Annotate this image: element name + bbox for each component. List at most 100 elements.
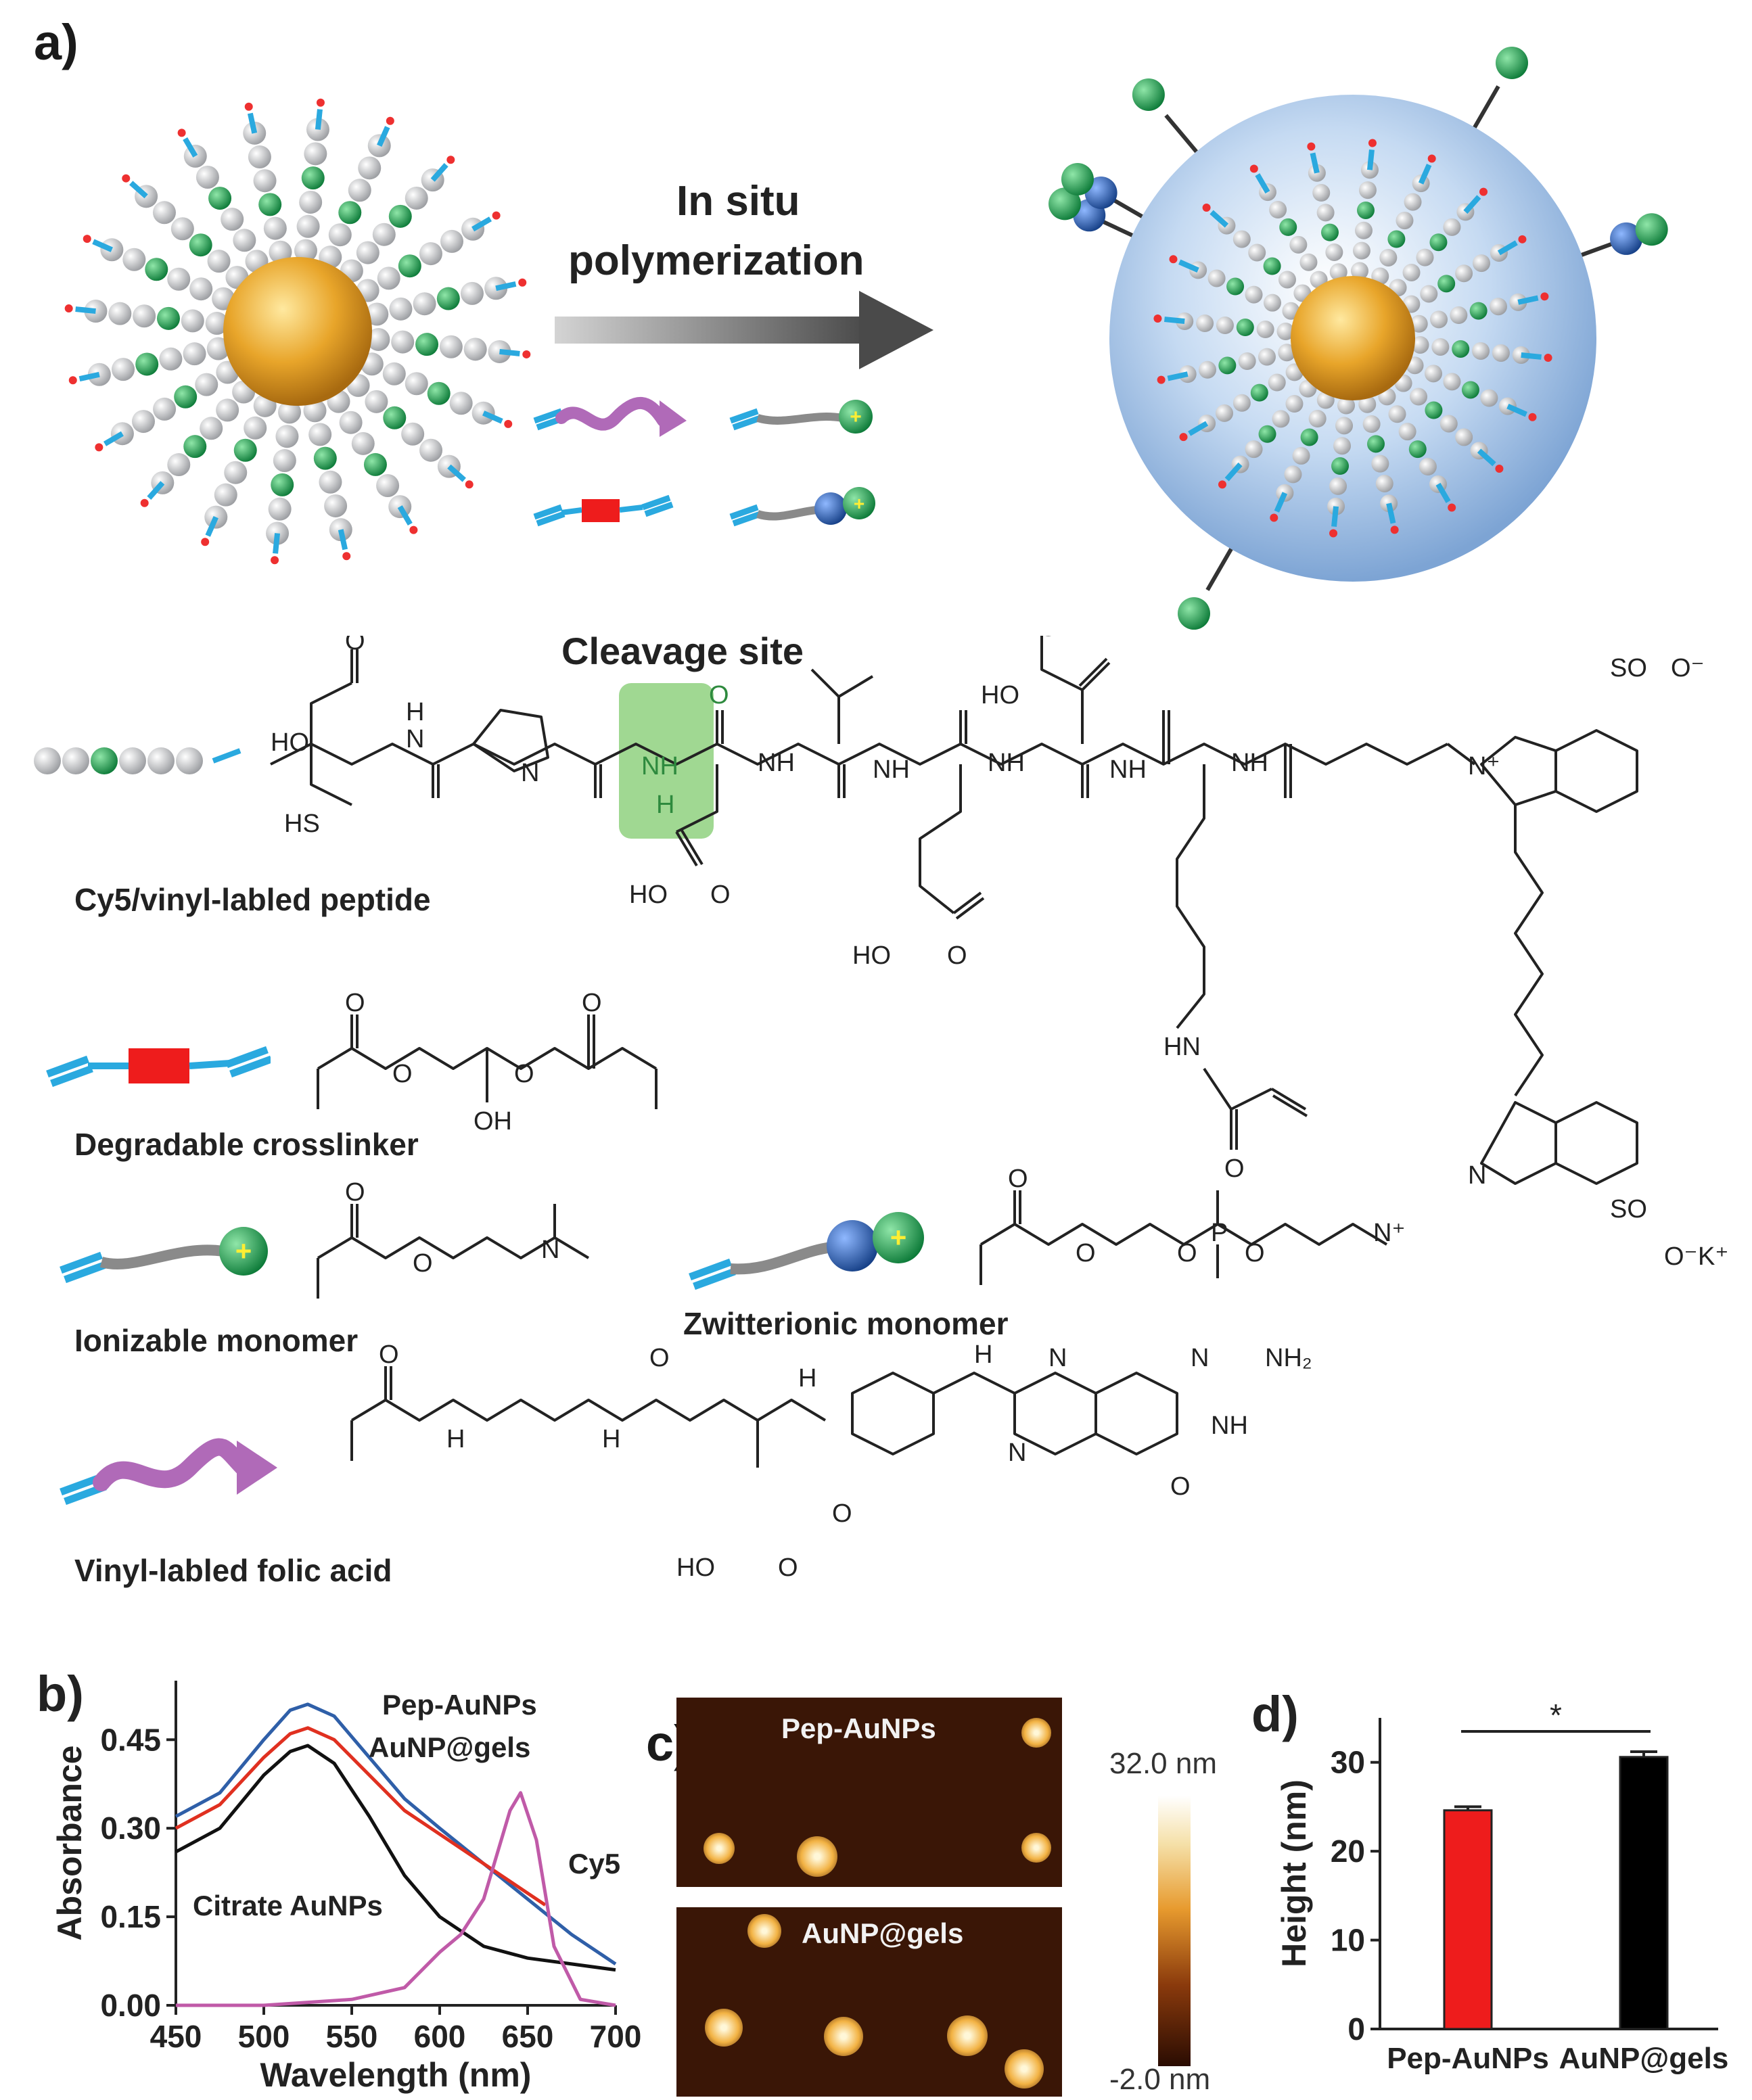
peptide-chain-icon: [34, 747, 241, 774]
chem-n-plus: N⁺: [1468, 752, 1500, 780]
chem-o-4: O: [947, 941, 967, 970]
chem-h-3: H: [446, 1425, 465, 1453]
afm-dot: [747, 1914, 781, 1948]
chem-o-20: O: [832, 1499, 852, 1528]
panel-d-letter: d): [1251, 1686, 1299, 1742]
chem-o-1: O: [345, 636, 365, 655]
cleavage-site-title: Cleavage site: [561, 630, 804, 672]
chem-h-6: H: [974, 1340, 992, 1369]
chem-o-12: O: [413, 1249, 433, 1278]
chem-o-5: O: [1038, 636, 1059, 642]
label-degradable-crosslinker: Degradable crosslinker: [74, 1127, 419, 1162]
chem-o-13: O: [1008, 1165, 1028, 1193]
bar-aunp-gels: [1619, 1756, 1669, 2030]
category-label: AuNP@gels: [1559, 2042, 1729, 2075]
afm-colorbar: [1158, 1796, 1191, 2066]
y-tick-label: 0.00: [100, 1988, 161, 2023]
y-tick-label: 10: [1331, 1923, 1365, 1958]
label-zwitterionic-monomer: Zwitterionic monomer: [683, 1306, 1009, 1341]
x-tick-label: 500: [238, 2019, 290, 2054]
chemical-structures: HO HS O H N N NH H O HO O NH NH NH NH NH…: [270, 636, 1728, 1582]
chem-p: P: [1211, 1219, 1228, 1247]
chem-h-1: H: [406, 698, 424, 726]
category-label: Pep-AuNPs: [1387, 2042, 1549, 2075]
ionizable-monomer-icon: +: [60, 1227, 268, 1284]
y-tick-label: 30: [1331, 1745, 1365, 1780]
x-axis-label: Wavelength (nm): [260, 2056, 532, 2094]
chem-o-2: O: [709, 681, 729, 709]
chem-ho-5: HO: [676, 1554, 715, 1582]
afm-dot: [947, 2015, 988, 2056]
crosslinker-icon: [46, 1046, 271, 1088]
svg-text:+: +: [850, 406, 862, 428]
chem-so3-1: SO: [1610, 654, 1647, 682]
x-tick-label: 450: [150, 2019, 202, 2054]
chem-n-2: N: [521, 759, 539, 787]
chem-nh-3: NH: [873, 755, 910, 784]
chem-ominus-2: O⁻: [1664, 1242, 1698, 1271]
chem-ho-4: HO: [981, 681, 1019, 709]
chem-o-9: O: [345, 989, 365, 1017]
chem-ho-3: HO: [852, 941, 891, 970]
chem-o-11: O: [345, 1178, 365, 1207]
chem-h-2: H: [656, 791, 674, 819]
afm-top-label: Pep-AuNPs: [781, 1712, 936, 1744]
chem-o-6: O: [1224, 1154, 1245, 1183]
y-tick-label: 0.45: [100, 1722, 161, 1757]
chem-o-10: O: [582, 989, 602, 1017]
label-cy5-peptide: Cy5/vinyl-labled peptide: [74, 882, 431, 917]
chem-nh-4: NH: [988, 749, 1025, 777]
svg-text:+: +: [890, 1221, 907, 1253]
x-tick-label: 550: [326, 2019, 378, 2054]
chem-ominus-1: O⁻: [1671, 654, 1705, 682]
y-tick-label: 0.30: [100, 1811, 161, 1846]
chem-o-8: O: [514, 1060, 534, 1088]
y-tick-label: 0: [1347, 2011, 1365, 2047]
axis-lines: [175, 1681, 616, 2007]
afm-bottom-label: AuNP@gels: [802, 1917, 964, 1949]
chem-nh-7: NH: [1211, 1411, 1248, 1440]
afm-image-bottom: AuNP@gels: [676, 1907, 1062, 2097]
afm-scale-min: -2.0 nm: [1109, 2063, 1211, 2096]
chem-nh-1: NH: [641, 752, 678, 780]
chem-oh-1: OH: [474, 1107, 512, 1136]
chem-h-5: H: [798, 1364, 816, 1393]
afm-image-top: Pep-AuNPs: [676, 1698, 1062, 1887]
peptide-aunp-illustration: [64, 98, 531, 565]
chart-annotation: Pep-AuNPs: [382, 1689, 537, 1721]
chem-n-1: N: [406, 725, 424, 753]
y-axis-label: Absorbance: [51, 1746, 89, 1941]
chem-n-4: N: [541, 1236, 559, 1264]
chem-n-3: N: [1468, 1161, 1486, 1190]
chem-n-5: N: [1048, 1344, 1067, 1372]
chem-nh2: NH₂: [1265, 1344, 1312, 1372]
chem-n-plus-2: N⁺: [1373, 1219, 1406, 1247]
polymerization-arrow: [555, 291, 933, 369]
svg-text:+: +: [854, 493, 865, 514]
x-tick-label: 600: [414, 2019, 466, 2054]
series-line-cy5: [176, 1791, 616, 2007]
series-line-citrate-aunps: [175, 1744, 616, 1972]
chem-ho-2: HO: [629, 881, 668, 909]
chem-so3-2: SO: [1610, 1195, 1647, 1223]
x-tick-label: 650: [502, 2019, 554, 2054]
chem-o-7: O: [392, 1060, 413, 1088]
chart-annotation: Cy5: [568, 1848, 620, 1880]
series-line-pep-aunps: [175, 1702, 617, 1965]
chart-annotation: Citrate AuNPs: [193, 1890, 383, 1921]
arrow-text-line1: In situ: [676, 178, 800, 225]
chem-o-19: O: [778, 1554, 798, 1582]
arrow-text-line2: polymerization: [568, 237, 865, 284]
panel-b-letter: b): [37, 1666, 84, 1722]
afm-dot: [705, 2009, 743, 2047]
chart-annotation: AuNP@gels: [369, 1731, 530, 1763]
afm-dot: [1005, 2049, 1044, 2089]
chem-hs: HS: [284, 810, 320, 838]
chem-h-4: H: [602, 1425, 620, 1453]
panel-a-letter: a): [34, 14, 78, 70]
chem-nh-2: NH: [758, 749, 795, 777]
monomer-icons: + +: [533, 396, 875, 527]
y-tick-label: 0.15: [100, 1899, 161, 1934]
